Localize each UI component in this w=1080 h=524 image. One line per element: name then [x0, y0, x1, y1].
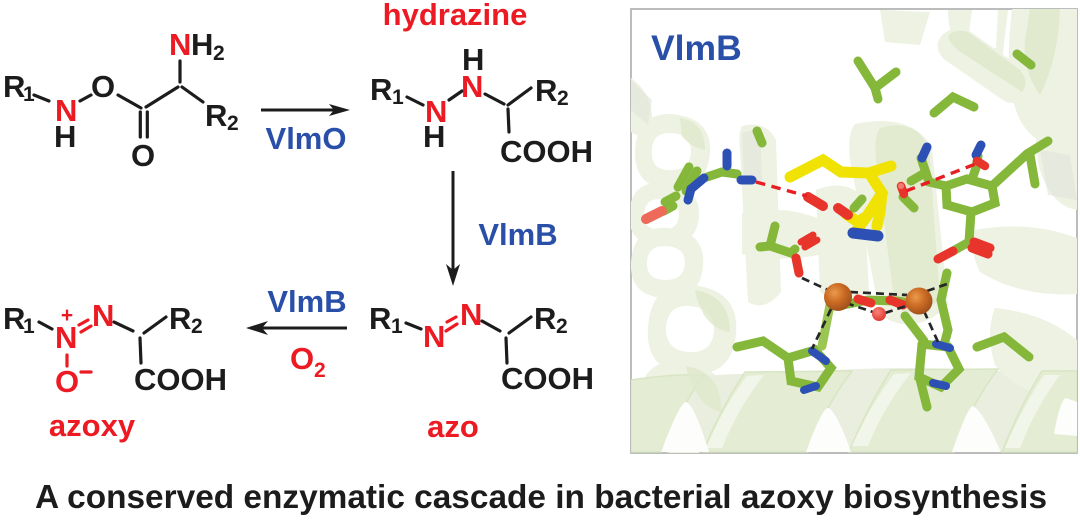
- svg-text:COOH: COOH: [501, 361, 594, 396]
- svg-text:hydrazine: hydrazine: [383, 0, 528, 32]
- svg-text:R: R: [534, 301, 556, 336]
- svg-text:VlmB: VlmB: [267, 284, 346, 319]
- svg-text:A conserved enzymatic cascade: A conserved enzymatic cascade in bacteri…: [35, 479, 1047, 516]
- svg-text:azoxy: azoxy: [49, 408, 136, 443]
- svg-text:1: 1: [391, 315, 403, 338]
- svg-text:1: 1: [23, 83, 35, 106]
- svg-text:N: N: [461, 69, 483, 104]
- svg-text:COOH: COOH: [500, 134, 593, 169]
- svg-text:R: R: [205, 98, 227, 133]
- svg-text:2: 2: [191, 315, 203, 338]
- svg-text:H: H: [191, 27, 213, 62]
- svg-text:N: N: [55, 320, 77, 355]
- svg-text:azo: azo: [427, 409, 479, 444]
- svg-text:N: N: [425, 94, 447, 129]
- svg-text:R: R: [369, 301, 391, 336]
- svg-text:VlmO: VlmO: [266, 121, 347, 156]
- svg-text:2: 2: [557, 87, 569, 110]
- svg-text:R: R: [370, 72, 392, 107]
- svg-text:R: R: [535, 73, 557, 108]
- svg-text:O: O: [290, 341, 314, 376]
- svg-text:N: N: [92, 298, 114, 333]
- svg-text:N: N: [460, 297, 482, 332]
- svg-text:1: 1: [23, 315, 35, 338]
- svg-text:O: O: [91, 69, 115, 104]
- svg-text:COOH: COOH: [134, 362, 227, 397]
- svg-text:N: N: [423, 319, 445, 354]
- svg-text:2: 2: [227, 112, 239, 135]
- svg-text:N: N: [55, 93, 77, 128]
- svg-text:N: N: [169, 27, 191, 62]
- svg-text:2: 2: [314, 359, 326, 382]
- svg-text:O: O: [131, 138, 155, 173]
- svg-text:O: O: [55, 364, 79, 399]
- svg-text:R: R: [3, 69, 25, 104]
- svg-text:2: 2: [213, 42, 225, 65]
- svg-text:H: H: [462, 42, 484, 77]
- svg-text:R: R: [169, 301, 191, 336]
- svg-text:H: H: [54, 119, 76, 154]
- svg-text:H: H: [423, 119, 445, 154]
- svg-text:VlmB: VlmB: [651, 28, 742, 68]
- svg-text:2: 2: [556, 315, 568, 338]
- svg-text:+: +: [61, 304, 73, 327]
- svg-text:1: 1: [392, 86, 404, 109]
- svg-text:R: R: [3, 301, 25, 336]
- svg-text:VlmB: VlmB: [478, 217, 557, 252]
